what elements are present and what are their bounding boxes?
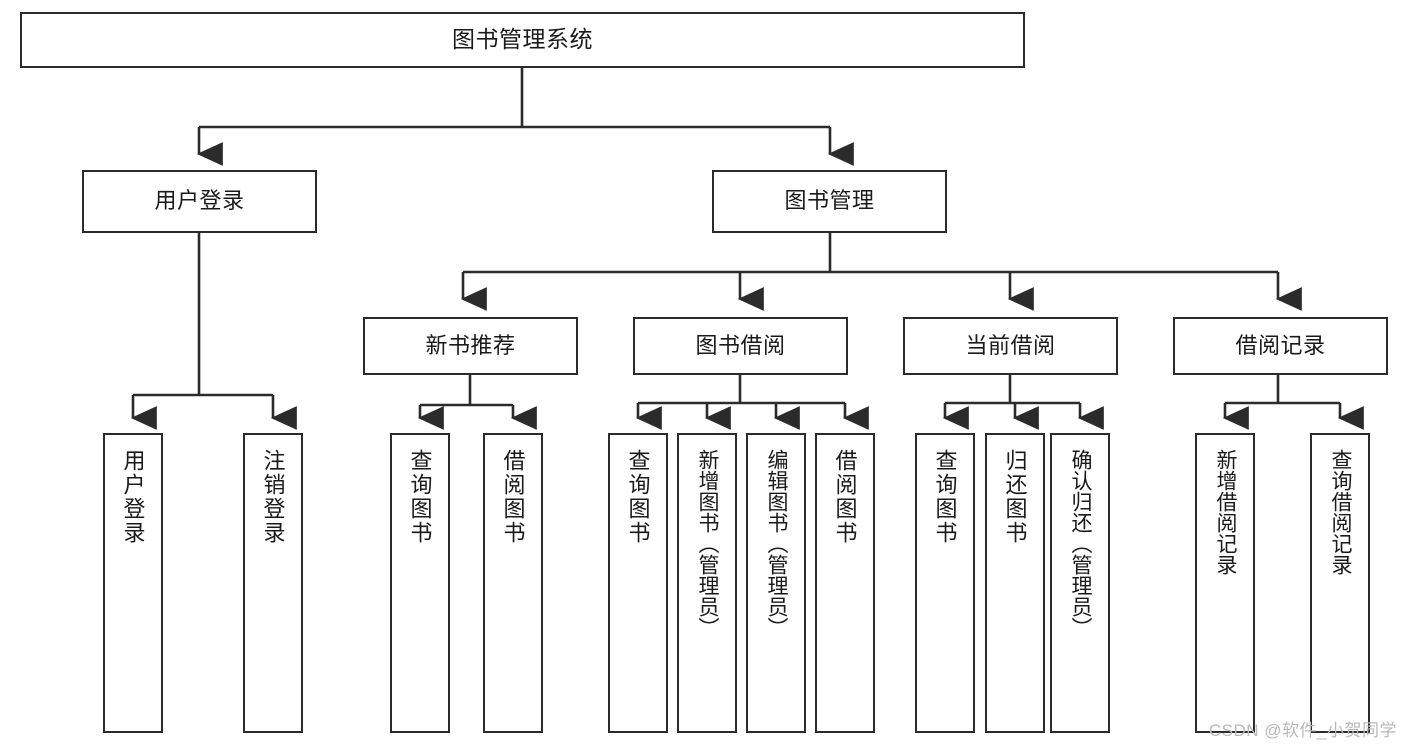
node-label: 新书推荐 — [425, 332, 516, 358]
node-label: 归还图书 — [1002, 449, 1028, 545]
node-leaf-borrow-book[interactable]: 借阅图书 — [815, 433, 875, 733]
node-label: 用户登录 — [154, 188, 245, 214]
node-leaf-query-book-recommend[interactable]: 查询图书 — [390, 433, 450, 733]
node-book-management[interactable]: 图书管理 — [712, 170, 947, 233]
node-borrow-record[interactable]: 借阅记录 — [1173, 317, 1388, 375]
node-label: 新增借阅记录 — [1214, 449, 1238, 575]
node-label: 图书借阅 — [695, 332, 786, 358]
node-leaf-confirm-return-admin[interactable]: 确认归还（管理员） — [1050, 433, 1110, 733]
watermark-text: CSDN @软件_小贺同学 — [1208, 721, 1397, 740]
node-label: 查询图书 — [932, 449, 958, 545]
node-label: 借阅记录 — [1235, 332, 1326, 358]
node-leaf-add-borrow-record[interactable]: 新增借阅记录 — [1195, 433, 1255, 733]
node-user-login[interactable]: 用户登录 — [82, 170, 317, 233]
node-label: 借阅图书 — [500, 449, 526, 545]
node-new-book-recommend[interactable]: 新书推荐 — [363, 317, 578, 375]
node-leaf-add-book-admin[interactable]: 新增图书（管理员） — [677, 433, 737, 733]
node-leaf-query-book-borrow[interactable]: 查询图书 — [608, 433, 668, 733]
node-label: 查询图书 — [407, 449, 433, 545]
node-leaf-return-book[interactable]: 归还图书 — [985, 433, 1045, 733]
node-book-borrow[interactable]: 图书借阅 — [633, 317, 848, 375]
node-label: 查询图书 — [625, 449, 651, 545]
node-root-system[interactable]: 图书管理系统 — [20, 12, 1025, 68]
node-label: 图书管理 — [784, 188, 875, 214]
node-leaf-borrow-book-recommend[interactable]: 借阅图书 — [483, 433, 543, 733]
node-label: 确认归还（管理员） — [1069, 449, 1093, 638]
node-leaf-logout[interactable]: 注销登录 — [243, 433, 303, 733]
node-leaf-user-login[interactable]: 用户登录 — [103, 433, 163, 733]
node-leaf-query-book-current[interactable]: 查询图书 — [915, 433, 975, 733]
node-label: 查询借阅记录 — [1329, 449, 1353, 575]
node-leaf-query-borrow-record[interactable]: 查询借阅记录 — [1310, 433, 1370, 733]
node-label: 用户登录 — [120, 449, 146, 545]
node-label: 图书管理系统 — [452, 26, 593, 53]
node-leaf-edit-book-admin[interactable]: 编辑图书（管理员） — [746, 433, 806, 733]
node-label: 新增图书（管理员） — [696, 449, 720, 638]
node-current-borrow[interactable]: 当前借阅 — [903, 317, 1118, 375]
node-label: 当前借阅 — [965, 332, 1056, 358]
node-label: 编辑图书（管理员） — [765, 449, 789, 638]
node-label: 注销登录 — [260, 449, 286, 545]
node-label: 借阅图书 — [832, 449, 858, 545]
